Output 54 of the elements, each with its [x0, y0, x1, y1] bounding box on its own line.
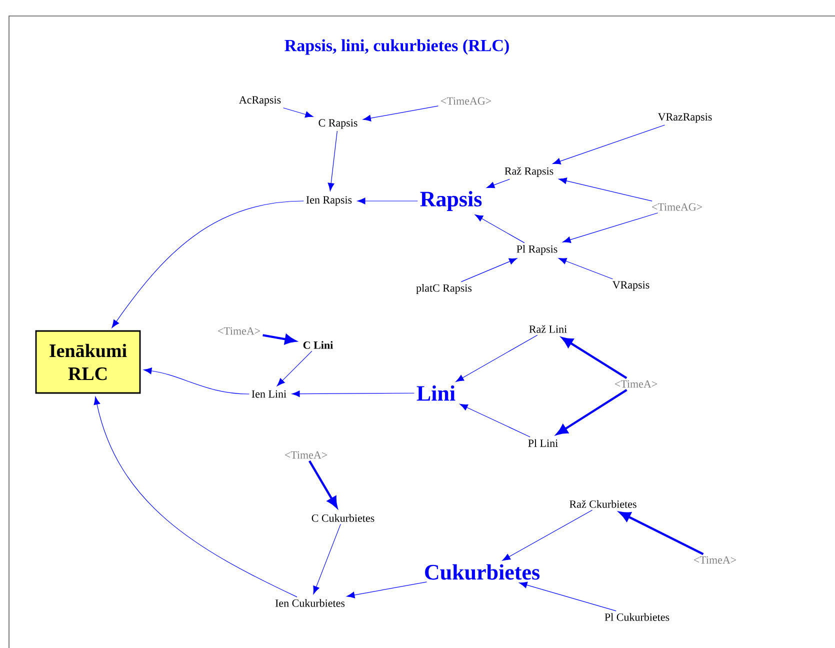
variable-label: C Rapsis [318, 119, 358, 129]
variable-label: Raž Ckurbietes [570, 500, 636, 508]
arrow [362, 106, 439, 122]
shadow-variable-label: <TimeA> [218, 327, 260, 335]
shadow-variable-label: <TimeAG> [652, 203, 702, 211]
arrow [313, 524, 341, 594]
variable-label: Ien Cukurbietes [275, 599, 345, 607]
arrow [276, 350, 312, 386]
variable-label: Ien Rapsis [306, 196, 352, 206]
arrow [262, 334, 296, 344]
variable-label: Pl Lini [528, 439, 558, 447]
arrow [346, 582, 428, 598]
arrow [502, 510, 592, 561]
arrow [460, 258, 518, 282]
title: Rapsis, lini, cukurbietes (RLC) [284, 39, 509, 55]
arrow [486, 178, 510, 188]
variable-label: Pl Cukurbietes [604, 613, 670, 621]
arrow [456, 334, 538, 382]
arrow [308, 460, 338, 508]
arrow [556, 388, 628, 435]
stock-label: Rapsis [420, 191, 482, 211]
arrow [328, 130, 338, 192]
variable-label: Raž Lini [529, 325, 567, 333]
arrow [357, 198, 418, 204]
arrow [519, 582, 616, 612]
variable-label: Raž Rapsis [504, 167, 554, 177]
arrow [282, 108, 314, 118]
stock-label: Lini [416, 385, 456, 401]
arrow [144, 368, 250, 394]
stock-label: Cukurbietes [425, 564, 540, 580]
arrow [112, 200, 304, 328]
arrow [552, 124, 666, 164]
variable-label: Ien Lini [252, 390, 286, 398]
variable-label: Pl Rapsis [516, 245, 558, 255]
arrow [619, 512, 704, 556]
arrow [460, 404, 530, 438]
variable-label: VRazRapsis [658, 113, 712, 123]
arrow [562, 337, 628, 380]
variable-label: platC Rapsis [416, 284, 472, 294]
shadow-variable-label: <TimeA> [284, 451, 328, 459]
arrow [474, 214, 525, 244]
variable-label: C Cukurbietes [312, 514, 374, 522]
variable-label: VRapsis [612, 281, 650, 291]
arrow [292, 390, 415, 398]
shadow-variable-label: <TimeA> [614, 380, 658, 388]
variable-label: C Lini [303, 341, 333, 349]
variable-label: AcRapsis [239, 96, 281, 106]
arrow [558, 258, 613, 280]
arrow [94, 396, 298, 598]
shadow-variable-label: <TimeA> [694, 556, 736, 564]
arrow [558, 178, 652, 202]
arrow [562, 212, 658, 243]
output-box: Ienākumi RLC [35, 330, 141, 394]
shadow-variable-label: <TimeAG> [441, 97, 492, 105]
